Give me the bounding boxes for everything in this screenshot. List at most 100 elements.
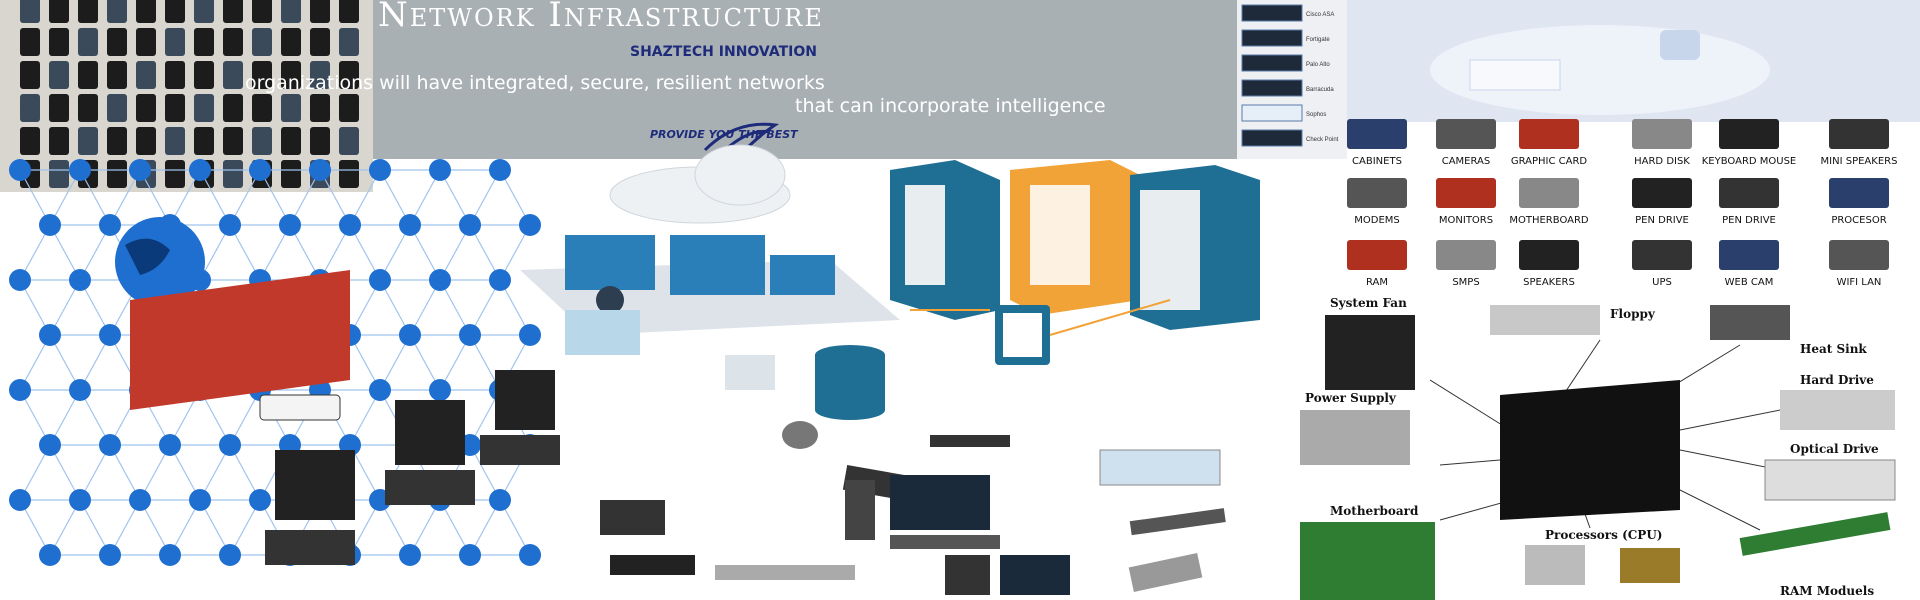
firewall-appliance-icon (1241, 54, 1303, 72)
label-processors: Processors (CPU) (1545, 528, 1662, 542)
hard-drive-icon (1780, 390, 1895, 430)
phone-icon (194, 94, 214, 122)
banner-subtitle-2: that can incorporate intelligence (795, 95, 1106, 117)
dvd-drive-icon (610, 555, 695, 575)
phone-icon (281, 61, 301, 89)
network-node-icon (519, 544, 541, 566)
phone-icon (252, 127, 272, 155)
phone-icon (136, 28, 156, 56)
hardware-item-icon (1519, 119, 1579, 149)
phone-icon (281, 160, 301, 188)
network-node-icon (69, 379, 91, 401)
hardware-item-label: CABINETS (1352, 156, 1402, 167)
network-node-icon (519, 324, 541, 346)
hardware-item-label: MINI SPEAKERS (1821, 156, 1898, 167)
network-node-icon (69, 159, 91, 181)
firewall-label: Fortigate (1306, 37, 1330, 43)
phone-icon (49, 61, 69, 89)
network-node-icon (69, 269, 91, 291)
phone-icon (223, 28, 243, 56)
phone-icon (339, 160, 359, 188)
phone-icon (78, 94, 98, 122)
network-node-icon (219, 544, 241, 566)
label-power-supply: Power Supply (1305, 391, 1397, 405)
cpu-icon (1525, 545, 1585, 585)
hardware-item-icon (1719, 119, 1779, 149)
network-node-icon (99, 544, 121, 566)
phone-icon (165, 28, 185, 56)
hardware-item-icon (1632, 240, 1692, 270)
phone-icon (107, 160, 127, 188)
hardware-item-label: MODEMS (1354, 215, 1400, 226)
network-node-icon (219, 214, 241, 236)
phone-icon (49, 94, 69, 122)
phone-icon (78, 28, 98, 56)
phone-icon (339, 61, 359, 89)
phone-icon (78, 0, 98, 23)
firewall-appliance-icon (1241, 129, 1303, 147)
network-node-icon (9, 269, 31, 291)
hardware-item-label: PEN DRIVE (1722, 215, 1776, 226)
hardware-item-icon (1719, 240, 1779, 270)
network-node-icon (129, 489, 151, 511)
hardware-item-icon (1632, 178, 1692, 208)
firewall-appliance-icon (1241, 104, 1303, 122)
power-supply-icon (1300, 410, 1410, 465)
tower-icon (945, 555, 990, 595)
phone-icon (310, 127, 330, 155)
phone-icon (107, 28, 127, 56)
hardware-item-icon (1632, 119, 1692, 149)
optical-drive-icon (1764, 459, 1896, 501)
external-drive-icon (600, 500, 665, 535)
network-node-icon (459, 324, 481, 346)
phone-icon (223, 0, 243, 23)
phone-icon (339, 0, 359, 23)
phone-icon (252, 28, 272, 56)
firewall-label: Cisco ASA (1306, 12, 1334, 18)
network-node-icon (249, 489, 271, 511)
network-node-icon (429, 269, 451, 291)
firewall-label: Palo Alto (1306, 62, 1330, 68)
computer-parts-diagram: System Fan Floppy Heat Sink Hard Drive P… (1300, 296, 1896, 600)
phone-icon (49, 0, 69, 23)
phone-icon (339, 127, 359, 155)
label-ram-modules: RAM Moduels (1780, 584, 1874, 598)
phone-icon (165, 0, 185, 23)
network-node-icon (339, 214, 361, 236)
hardware-item-icon (1436, 119, 1496, 149)
desktop-tower-icon (845, 480, 875, 540)
phone-icon (194, 61, 214, 89)
network-node-icon (159, 544, 181, 566)
phone-icon (107, 0, 127, 23)
data-center-illustration (520, 144, 1260, 420)
hardware-item-icon (1719, 178, 1779, 208)
network-node-icon (429, 159, 451, 181)
server-rack-orange (1010, 160, 1140, 315)
computer-devices-photo (600, 421, 1226, 595)
network-node-icon (99, 214, 121, 236)
phone-icon (20, 28, 40, 56)
hardware-item-label: SMPS (1452, 277, 1479, 288)
label-system-fan: System Fan (1330, 296, 1407, 310)
logo-name: SHAZTECH INNOVATION (630, 44, 817, 60)
network-node-icon (99, 434, 121, 456)
network-node-icon (369, 269, 391, 291)
network-node-icon (9, 489, 31, 511)
network-node-icon (39, 434, 61, 456)
network-node-icon (429, 379, 451, 401)
phone-icon (339, 94, 359, 122)
network-node-icon (219, 434, 241, 456)
hardware-item-label: MONITORS (1439, 215, 1493, 226)
label-hard-drive: Hard Drive (1800, 373, 1874, 387)
logo-tagline: PROVIDE YOU THE BEST (650, 128, 799, 141)
ram-module-icon (1739, 512, 1891, 556)
phone-icon (49, 28, 69, 56)
router-device-icon (1129, 508, 1226, 536)
phone-icon (49, 160, 69, 188)
server-rack-right (1130, 165, 1260, 330)
banner-subtitle-1: organizations will have integrated, secu… (245, 72, 825, 94)
heat-sink-icon (1710, 305, 1790, 340)
network-infrastructure-banner: Network Infrastructure organizations wil… (245, 0, 1237, 159)
phone-icon (49, 127, 69, 155)
